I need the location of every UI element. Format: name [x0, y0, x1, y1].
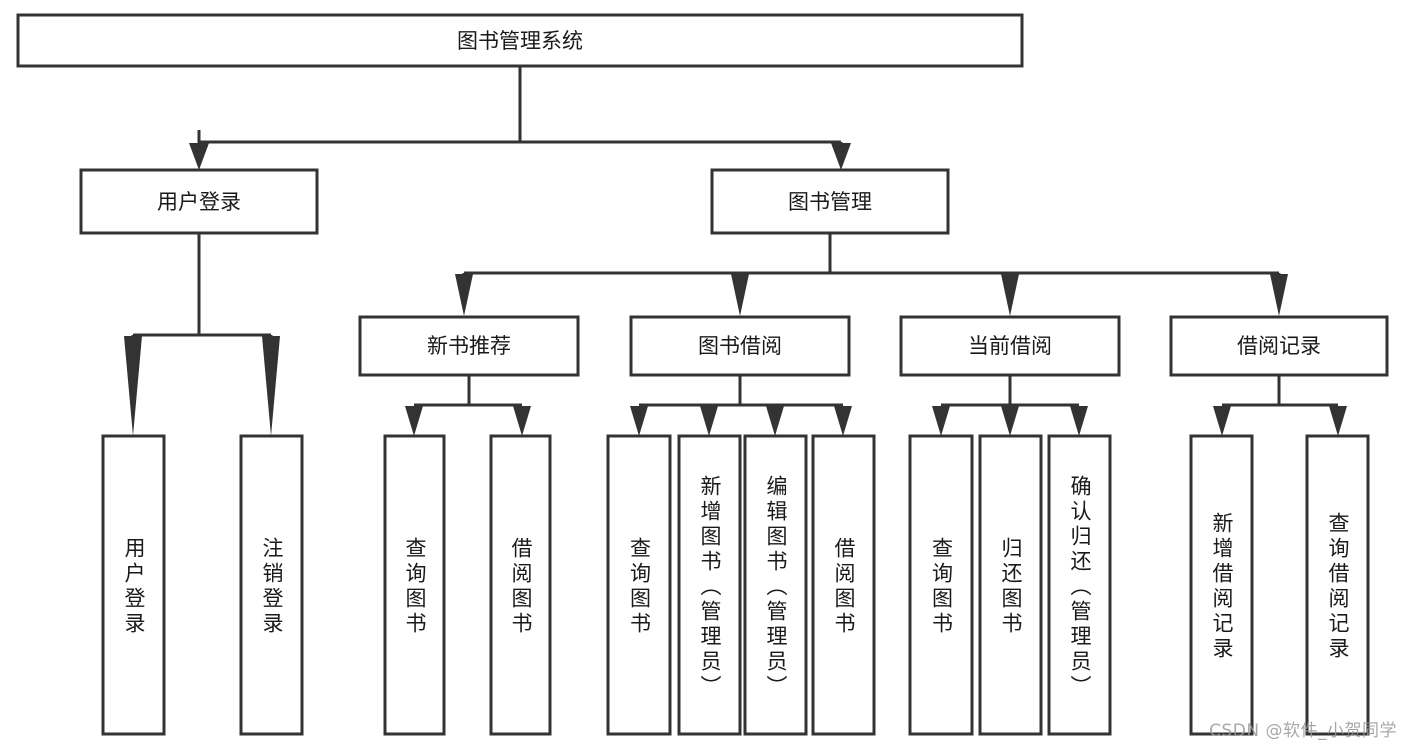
node-leaf-add-borrow-record[interactable]: [1189, 434, 1254, 736]
arrowhead-l3-1: [455, 274, 473, 316]
arrowhead-records-1: [1213, 406, 1231, 436]
node-leaf-return-book[interactable]: [978, 434, 1043, 736]
node-book-borrow-label: 图书借阅: [698, 334, 782, 358]
arrowhead-current-3: [1070, 406, 1088, 436]
arrowhead-borrow-4: [834, 406, 852, 436]
arrowhead-borrow-2: [700, 406, 718, 436]
node-leaf-logout[interactable]: [239, 434, 304, 736]
arrowhead-l3-3: [1001, 274, 1019, 316]
csdn-watermark: CSDN @软件_小贺同学: [1209, 721, 1397, 741]
node-leaf-confirm-return-admin[interactable]: [1047, 434, 1112, 736]
arrowhead-to-user-login: [189, 143, 209, 170]
arrowhead-l3-2: [731, 274, 749, 316]
node-leaf-query-borrow-record[interactable]: [1305, 434, 1370, 736]
connector-group-root: [197, 66, 841, 150]
node-new-book-recommend[interactable]: [358, 315, 580, 377]
arrowhead-l3-4: [1270, 274, 1288, 316]
node-book-management[interactable]: [710, 168, 950, 235]
arrowhead-current-1: [932, 406, 950, 436]
arrowhead-newbook-1: [405, 406, 423, 436]
node-borrow-records-label: 借阅记录: [1237, 334, 1321, 358]
node-user-login-label: 用户登录: [157, 190, 241, 214]
node-leaf-add-book-admin[interactable]: [677, 434, 742, 736]
arrowhead-current-2: [1001, 406, 1019, 436]
node-current-borrow-label: 当前借阅: [968, 334, 1052, 358]
node-leaf-query-book-2[interactable]: [606, 434, 672, 736]
node-borrow-records[interactable]: [1169, 315, 1389, 377]
arrowhead-borrow-1: [630, 406, 648, 436]
node-leaf-borrow-book-2[interactable]: [811, 434, 876, 736]
arrowhead-newbook-2: [513, 406, 531, 436]
arrowhead-records-2: [1329, 406, 1347, 436]
node-leaf-query-book-1[interactable]: [383, 434, 446, 736]
node-root-label: 图书管理系统: [457, 29, 583, 53]
node-root[interactable]: [16, 13, 1024, 68]
node-leaf-borrow-book-1[interactable]: [489, 434, 552, 736]
node-book-borrow[interactable]: [629, 315, 851, 377]
node-current-borrow[interactable]: [899, 315, 1121, 377]
arrowhead-borrow-3: [766, 406, 784, 436]
node-book-management-label: 图书管理: [788, 190, 872, 214]
node-new-book-recommend-label: 新书推荐: [427, 334, 511, 358]
node-leaf-query-book-3[interactable]: [908, 434, 974, 736]
arrowhead-to-book-mgmt: [831, 143, 851, 170]
node-user-login[interactable]: [79, 168, 319, 235]
node-leaf-edit-book-admin[interactable]: [743, 434, 808, 736]
node-leaf-user-login[interactable]: [101, 434, 166, 736]
